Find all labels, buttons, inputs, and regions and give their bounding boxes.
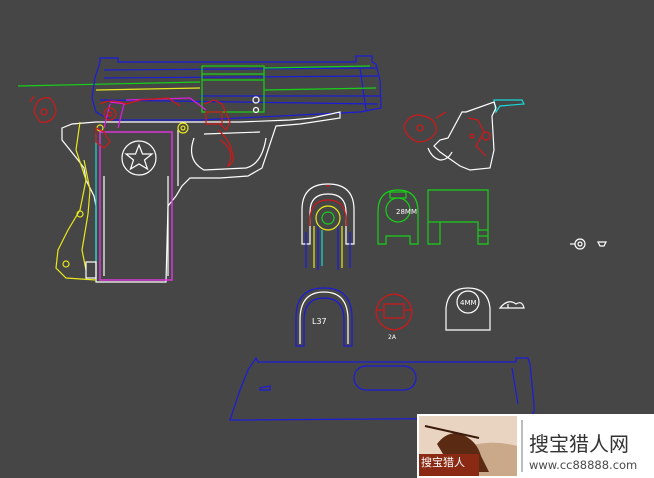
site-url: www.cc88888.com — [529, 458, 638, 472]
red-bushing: 2A — [375, 293, 413, 341]
hunter-logo — [419, 416, 517, 476]
watermark: 搜宝猎人 搜宝猎人网 www.cc88888.com — [417, 414, 654, 478]
logo-text: 搜宝猎人 — [421, 456, 465, 469]
watermark-separator — [521, 420, 523, 472]
hammer-trigger — [29, 95, 234, 168]
slide-outline — [91, 55, 382, 121]
4mm-bushing: 4MM — [445, 287, 525, 331]
grip-panel — [99, 131, 173, 281]
hammer-part — [403, 99, 525, 171]
green-block — [427, 189, 489, 245]
l37-ring: L37 — [295, 287, 353, 347]
small-label: 2A — [388, 334, 397, 341]
small-parts — [570, 238, 607, 250]
site-name: 搜宝猎人网 — [529, 432, 629, 456]
barrel-bushing — [301, 183, 355, 270]
reference-line — [17, 81, 201, 87]
lower-slide-profile — [229, 356, 535, 421]
barrel-block — [201, 65, 377, 114]
green-ring: 28MM — [377, 189, 419, 245]
ring-label: L37 — [312, 317, 327, 326]
barrel-diameter-label: 28MM — [396, 208, 417, 216]
bushing-label: 4MM — [460, 299, 477, 307]
grip-yellow — [55, 121, 97, 281]
frame-outline — [61, 111, 341, 283]
